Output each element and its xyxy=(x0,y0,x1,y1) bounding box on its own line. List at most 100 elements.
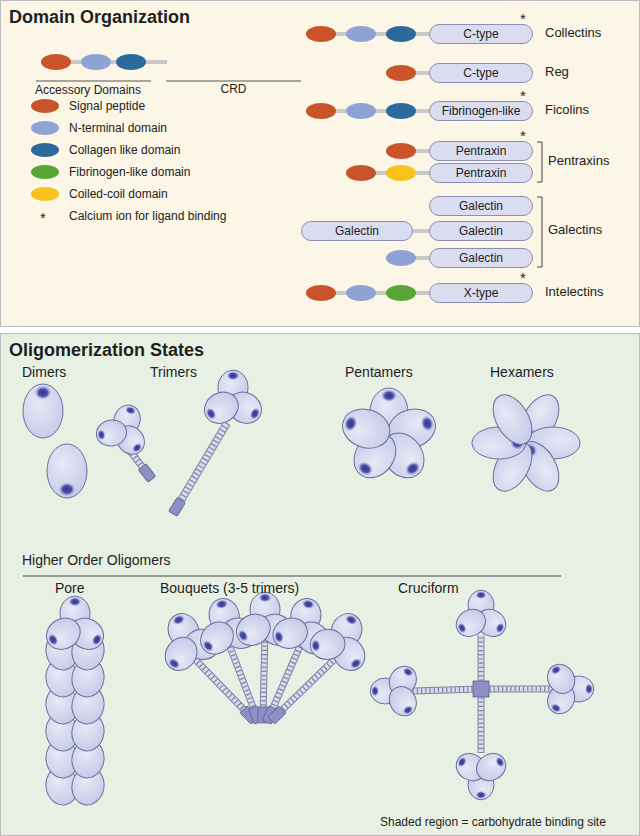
figure-label: Dimers xyxy=(22,364,66,380)
section-panel: Oligomerization States xyxy=(0,333,640,836)
section-rule xyxy=(23,576,561,577)
crd-box: Galectin xyxy=(429,248,533,268)
crd-box: Pentraxin xyxy=(429,163,533,183)
cruciform-hub xyxy=(473,681,489,697)
collagen-stalk xyxy=(413,689,481,691)
underline xyxy=(36,81,151,82)
legend-text: Fibrinogen-like domain xyxy=(69,165,190,179)
collagen-stalk xyxy=(481,689,553,690)
domain-label: C-type xyxy=(463,66,498,80)
domain-label: Galectin xyxy=(459,251,503,265)
bracket xyxy=(537,197,542,267)
accessory-domain xyxy=(386,26,416,42)
domain-label: Pentraxin xyxy=(456,166,507,180)
underline xyxy=(166,81,301,82)
domain-label: Galectin xyxy=(459,224,503,238)
domain-label: Pentraxin xyxy=(456,144,507,158)
accessory-domain xyxy=(386,65,416,81)
accessory-domain xyxy=(81,54,111,70)
crd-blob xyxy=(194,615,240,661)
collagen-stalk xyxy=(268,653,341,724)
domain-label: CRD xyxy=(166,82,301,96)
accessory-domain xyxy=(346,165,376,181)
legend-swatch xyxy=(31,165,59,179)
figure-label: Cruciform xyxy=(398,580,459,596)
accessory-domain xyxy=(386,103,416,119)
accessory-domain xyxy=(116,54,146,70)
legend-row: N-terminal domain xyxy=(31,121,167,135)
figure-label: Trimers xyxy=(150,364,197,380)
accessory-domain xyxy=(386,250,416,266)
crd-box: X-type xyxy=(429,283,533,303)
legend-swatch xyxy=(31,143,59,157)
calcium-mark: * xyxy=(520,269,526,286)
crd-blob xyxy=(451,604,490,642)
crd-box: Galectin xyxy=(429,221,533,241)
accessory-domain xyxy=(306,285,336,301)
calcium-mark: * xyxy=(520,87,526,104)
accessory-domain xyxy=(386,285,416,301)
crd-box: C-type xyxy=(429,24,533,44)
crd-blob xyxy=(41,612,86,655)
crd-blob xyxy=(47,444,87,498)
domain-label: X-type xyxy=(464,286,499,300)
domain-label: Galectin xyxy=(335,224,379,238)
legend-text: N-terminal domain xyxy=(69,121,167,135)
figure-label: Accessory Domains xyxy=(35,83,141,97)
legend-row: Collagen like domain xyxy=(31,143,180,157)
crd-box: C-type xyxy=(429,63,533,83)
figure-label: Reg xyxy=(545,64,569,79)
legend-swatch xyxy=(31,121,59,135)
crd-blob xyxy=(542,659,580,698)
crd-blob xyxy=(159,631,204,677)
figure-label: Ficolins xyxy=(545,102,589,117)
calcium-mark: * xyxy=(520,127,526,144)
domain-label: Galectin xyxy=(459,199,503,213)
collagen-stalk xyxy=(481,689,482,753)
legend-text: Coiled-coil domain xyxy=(69,187,168,201)
crd-box: CRD xyxy=(166,51,301,74)
figure-label: Shaded region = carbohydrate binding sit… xyxy=(380,815,606,829)
figure-label: Pentraxins xyxy=(548,153,609,168)
crd-blob xyxy=(269,614,311,653)
collagen-stalk xyxy=(169,423,227,516)
bracket xyxy=(537,142,542,182)
panel-illustration xyxy=(1,1,640,328)
crd-blob xyxy=(309,628,347,661)
accessory-domain xyxy=(346,26,376,42)
calcium-mark: * xyxy=(40,209,46,226)
crd-blob xyxy=(337,403,394,454)
accessory-domain xyxy=(346,285,376,301)
panel-title: Oligomerization States xyxy=(9,340,204,361)
figure-label: Galectins xyxy=(548,222,602,237)
panel-illustration xyxy=(1,334,640,836)
accessory-domain xyxy=(41,54,71,70)
legend-text: Collagen like domain xyxy=(69,143,180,157)
figure-label: Pentamers xyxy=(345,364,413,380)
legend-swatch xyxy=(31,187,59,201)
crd-blob xyxy=(94,418,128,449)
calcium-mark: * xyxy=(520,10,526,27)
figure-label: Bouquets (3-5 trimers) xyxy=(160,580,299,596)
figure-label: Intelectins xyxy=(545,284,604,299)
legend-text: Signal peptide xyxy=(69,99,145,113)
figure-label: Hexamers xyxy=(490,364,554,380)
crd-box: Fibrinogen-like xyxy=(429,101,533,121)
legend-row: Calcium ion for ligand binding xyxy=(69,209,226,223)
domain-label: Fibrinogen-like xyxy=(442,104,521,118)
legend-text: Calcium ion for ligand binding xyxy=(69,209,226,223)
panel-title: Domain Organization xyxy=(9,7,190,28)
accessory-domain xyxy=(386,165,416,181)
crd-box: Galectin xyxy=(301,221,413,241)
accessory-domain xyxy=(386,143,416,159)
crd-box: Pentraxin xyxy=(429,141,533,161)
accessory-domain xyxy=(306,103,336,119)
accessory-domain xyxy=(306,26,336,42)
legend-row: Signal peptide xyxy=(31,99,145,113)
domain-label: C-type xyxy=(463,27,498,41)
crd-blob xyxy=(485,388,540,451)
crd-blob xyxy=(231,608,276,651)
figure-label: Pore xyxy=(55,580,85,596)
crd-box: Galectin xyxy=(429,196,533,216)
